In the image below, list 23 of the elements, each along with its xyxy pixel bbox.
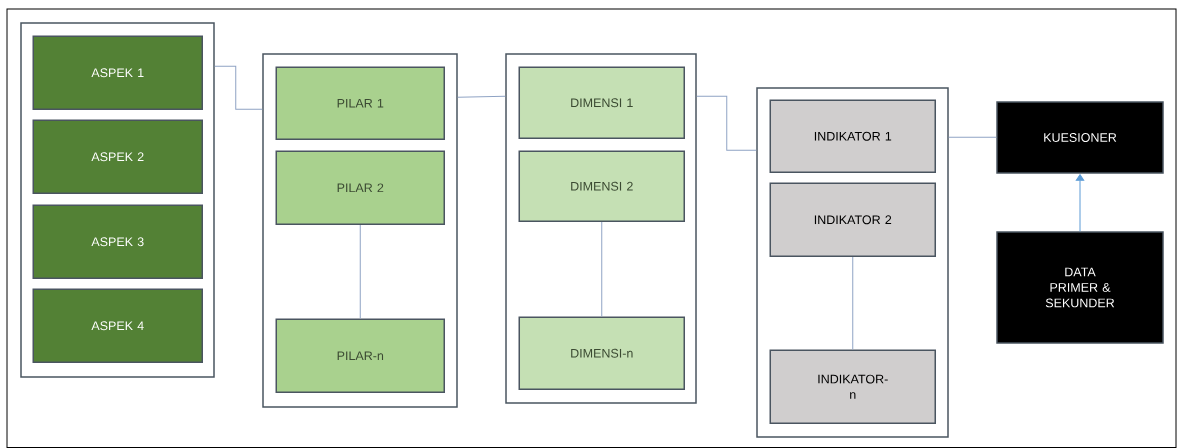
- connector: [359, 224, 361, 319]
- process-box: ASPEK 1: [32, 35, 203, 110]
- process-box: ASPEK 2: [32, 119, 203, 194]
- connector: [457, 95, 506, 98]
- connector: [601, 221, 603, 317]
- process-box: DIMENSI 2: [518, 150, 685, 222]
- connector: [852, 256, 854, 350]
- process-box: PILAR-n: [275, 318, 445, 393]
- process-box: DATA PRIMER & SEKUNDER: [996, 231, 1164, 344]
- process-box: DIMENSI-n: [518, 316, 685, 390]
- process-box: PILAR 1: [275, 66, 445, 140]
- process-box: DIMENSI 1: [518, 66, 685, 139]
- connector: [1075, 174, 1085, 232]
- process-box: ASPEK 4: [32, 288, 203, 363]
- process-box: ASPEK 3: [32, 204, 203, 279]
- process-box: PILAR 2: [275, 150, 445, 225]
- connector: [948, 136, 997, 138]
- process-box: INDIKATOR-n: [769, 349, 936, 424]
- process-box: INDIKATOR 2: [769, 182, 936, 257]
- process-box: KUESIONER: [996, 101, 1164, 174]
- connector: [696, 95, 757, 151]
- process-box: INDIKATOR 1: [769, 99, 936, 173]
- connector: [214, 65, 263, 110]
